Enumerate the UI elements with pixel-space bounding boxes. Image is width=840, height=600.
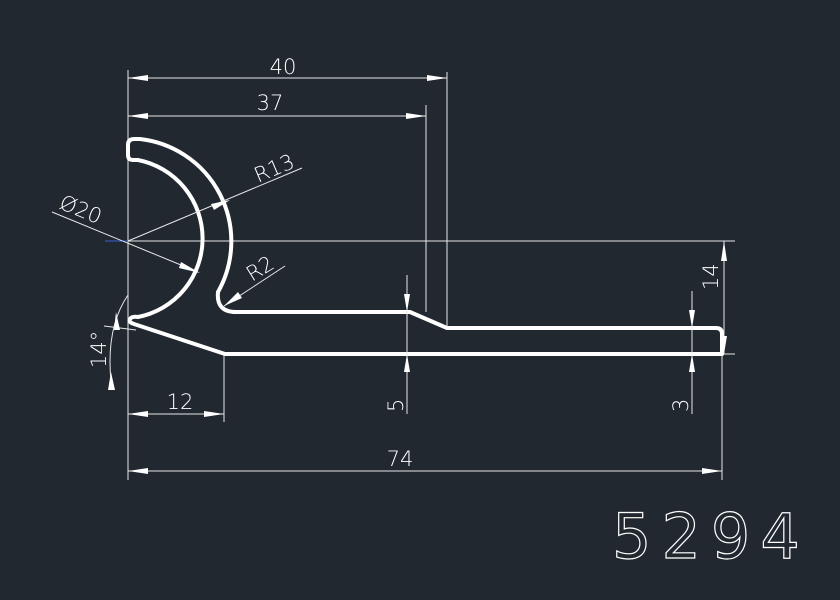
dimension-angle: 14°: [87, 294, 129, 391]
svg-text:R2: R2: [242, 251, 278, 286]
dimension-diameter: Ø20: [51, 190, 200, 273]
dimension-5: 5: [384, 275, 410, 414]
svg-text:14: 14: [699, 263, 723, 290]
svg-text:74: 74: [387, 447, 414, 471]
dimension-r13: R13: [127, 149, 303, 242]
svg-text:40: 40: [270, 55, 297, 79]
dimension-r2: R2: [223, 251, 286, 307]
dimension-14: 14: [699, 241, 727, 354]
dimension-12: 12: [128, 390, 224, 417]
dimension-40: 40: [128, 55, 447, 81]
svg-text:3: 3: [669, 399, 693, 412]
svg-text:Ø20: Ø20: [56, 190, 105, 228]
svg-text:14°: 14°: [87, 331, 111, 368]
svg-text:12: 12: [167, 390, 194, 414]
dimension-74: 74: [128, 447, 722, 474]
extension-lines: [103, 70, 735, 480]
part-number: 5294: [612, 500, 810, 573]
dimension-3: 3: [669, 291, 695, 414]
profile-outline: [126, 137, 724, 356]
svg-text:R13: R13: [251, 149, 298, 187]
dimension-37: 37: [128, 91, 426, 119]
svg-text:5: 5: [384, 399, 408, 412]
svg-text:37: 37: [257, 91, 284, 115]
